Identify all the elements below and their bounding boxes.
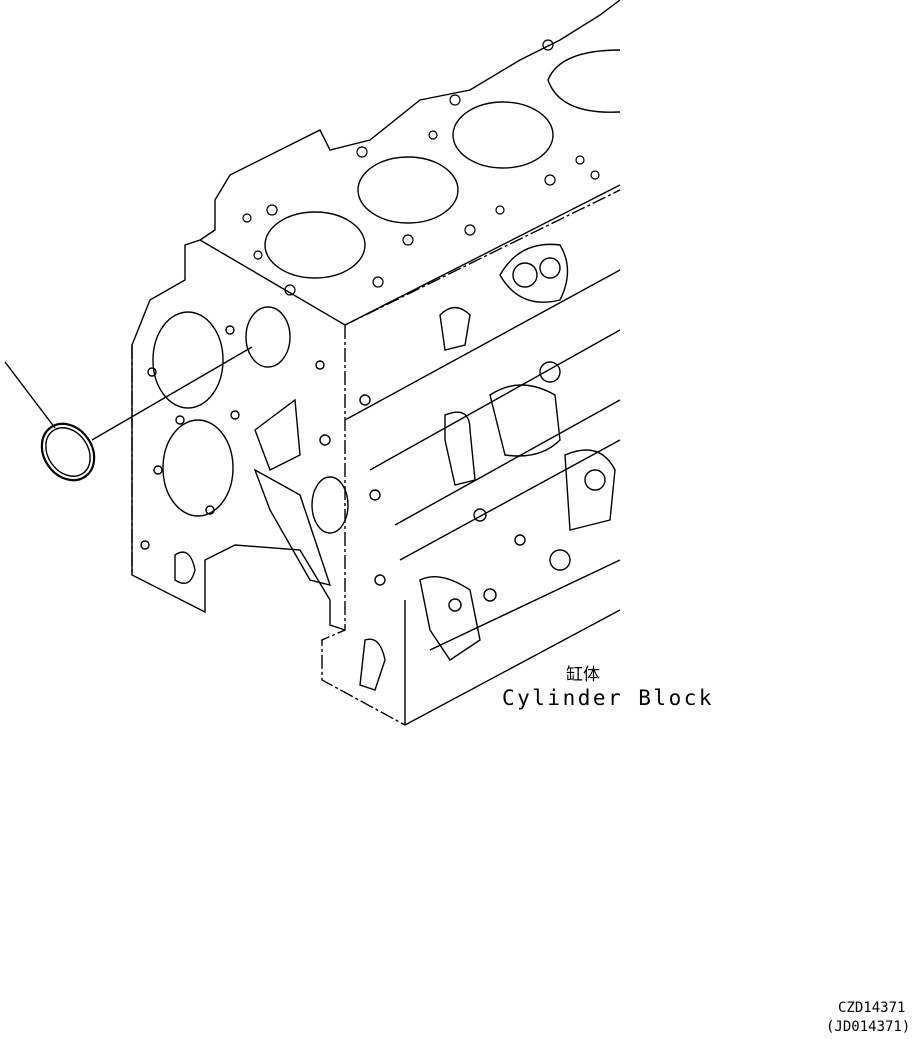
ring-part [40, 422, 96, 482]
top-deck [199, 0, 621, 326]
side-face [344, 189, 621, 726]
part-label-english: Cylinder Block [502, 686, 715, 710]
front-face [131, 239, 406, 726]
drawing-code: CZD14371 [838, 1000, 906, 1016]
ring-callout [4, 346, 253, 482]
deck-bolt-holes [242, 39, 600, 296]
part-label-chinese: 缸体 [566, 665, 600, 685]
drawing-code-alt: (JD014371) [826, 1019, 911, 1035]
